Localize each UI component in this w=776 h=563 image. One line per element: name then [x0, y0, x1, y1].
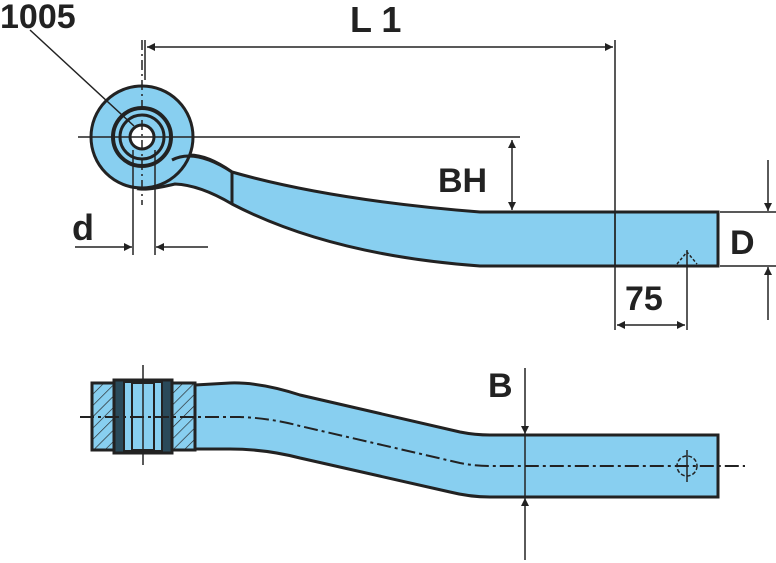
thickness-label: D [730, 224, 755, 262]
side-view [89, 84, 720, 268]
width-label: B [488, 367, 513, 405]
distance-label: 75 [625, 280, 663, 318]
diameter-label: d [72, 207, 94, 248]
plan-dimension-lines [80, 365, 745, 560]
length-label: L 1 [350, 0, 401, 40]
part-number-label: 1005 [0, 0, 76, 36]
plan-view [90, 378, 720, 499]
height-label: BH [438, 162, 487, 200]
leaf-plan [193, 381, 720, 499]
leaf-body [136, 153, 720, 268]
dimension-lines [29, 29, 776, 330]
